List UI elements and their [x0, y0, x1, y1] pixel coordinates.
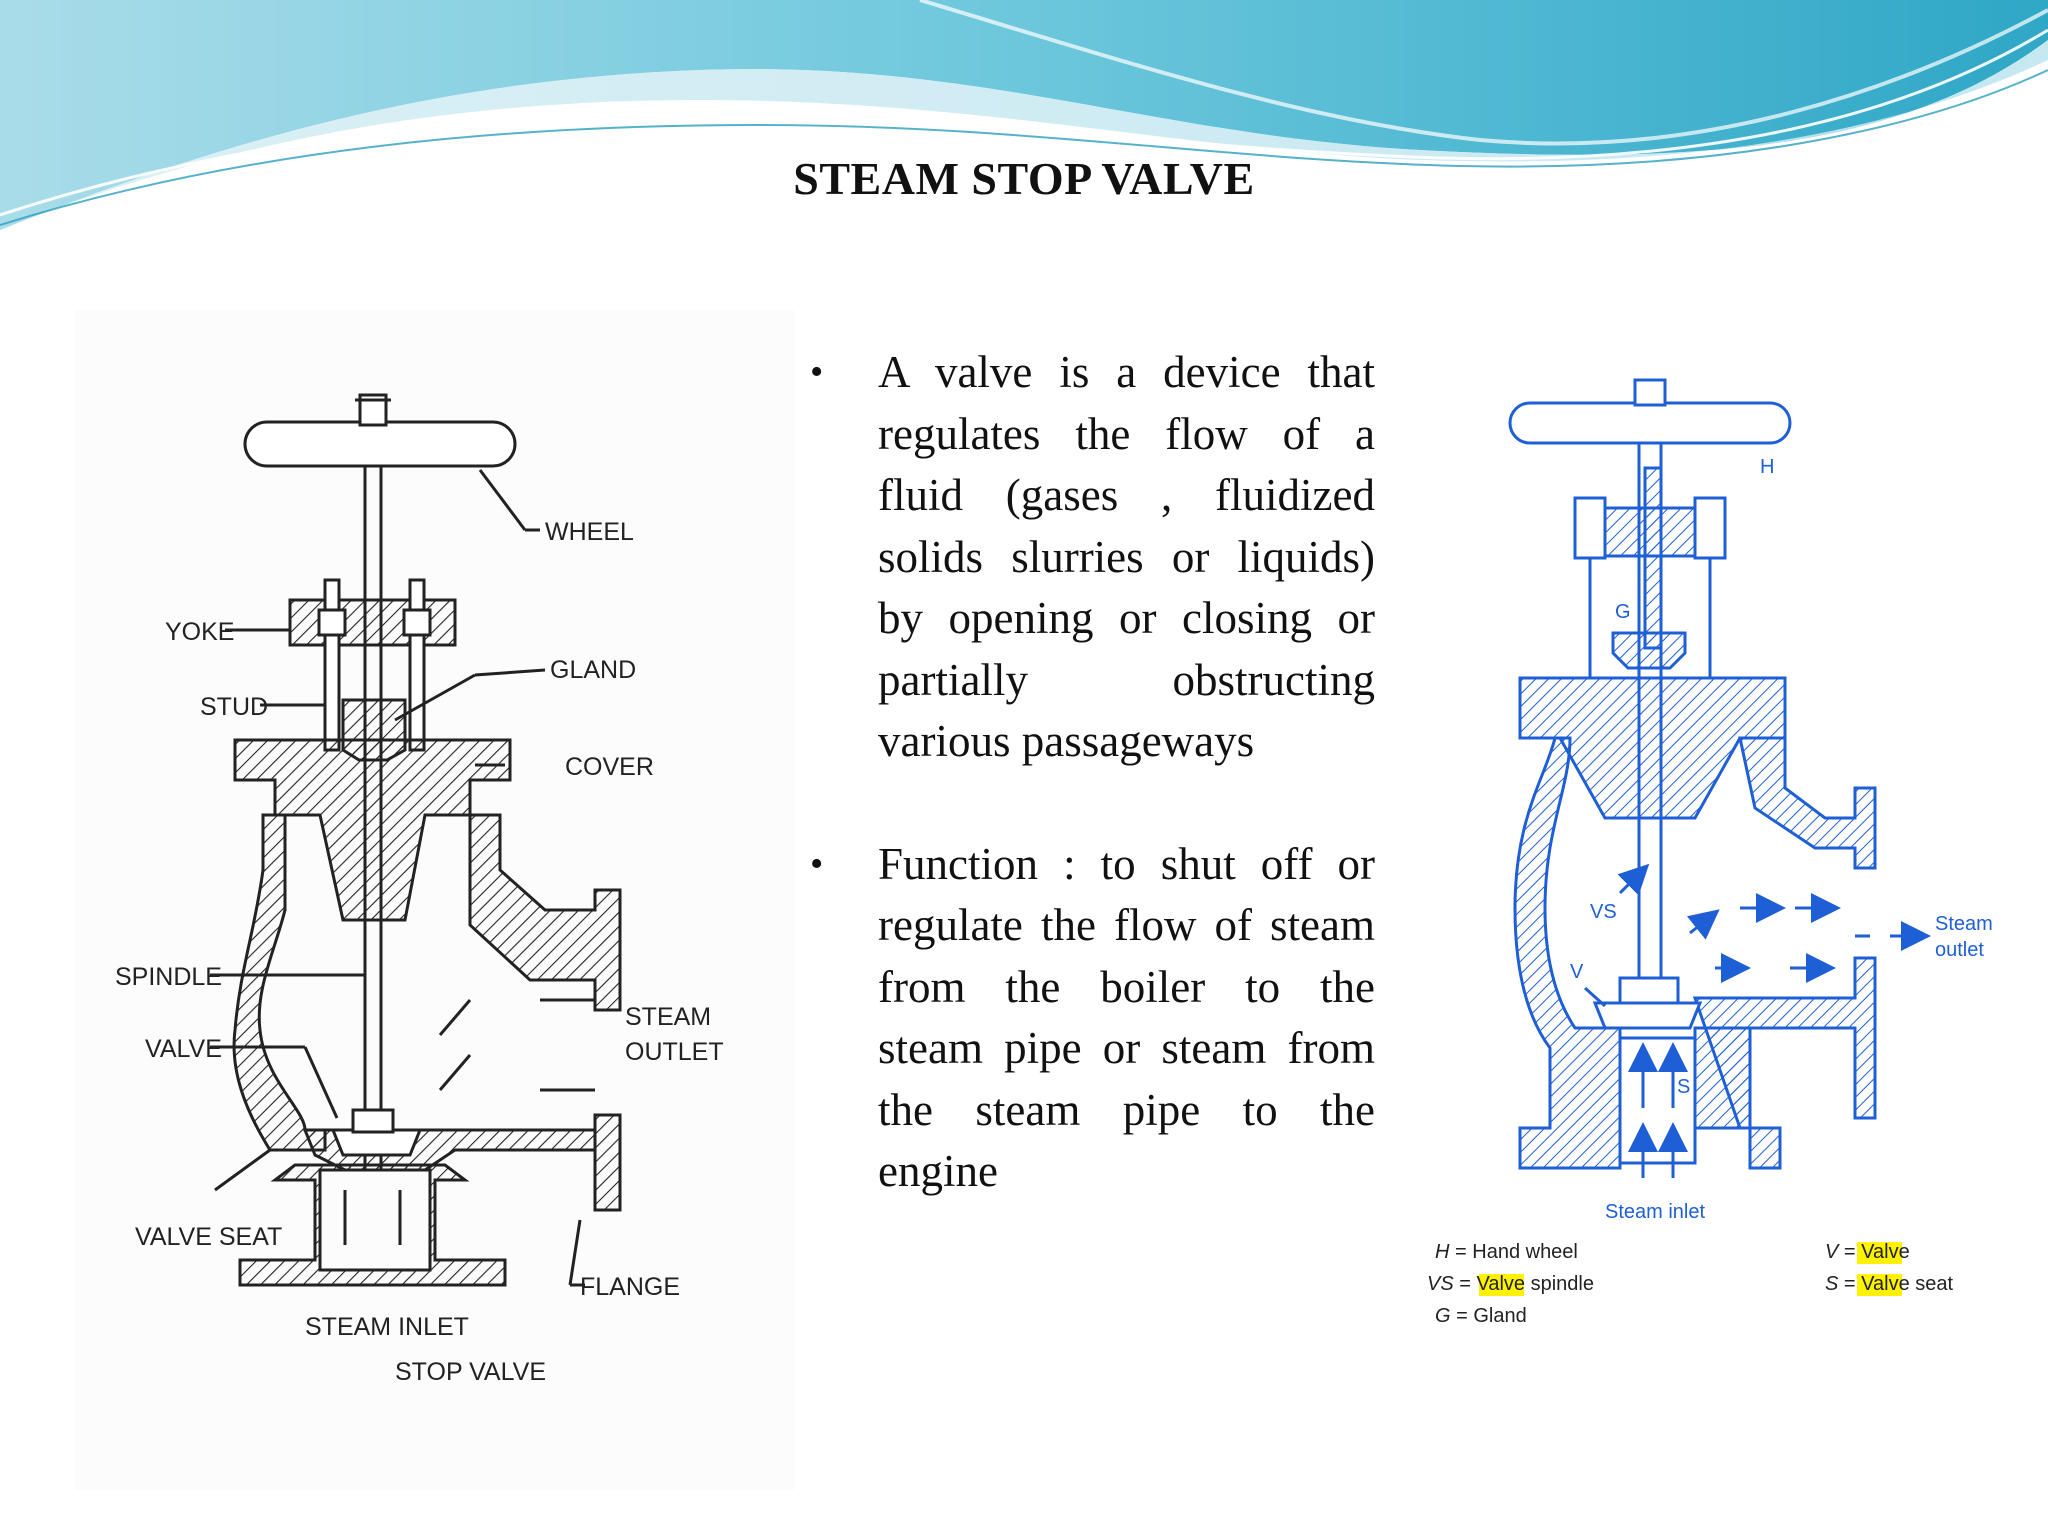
diagram-caption: STOP VALVE [395, 1358, 546, 1386]
bullet-dot: • [810, 842, 824, 885]
legend-item-h: H = Hand wheel [1435, 1241, 1578, 1263]
label-steam-outlet-1: STEAM [625, 1003, 711, 1031]
label-v: V [1570, 961, 1584, 983]
label-steam-inlet: Steam inlet [1605, 1201, 1705, 1223]
svg-text:G = Gland: G = Gland [1435, 1305, 1527, 1327]
label-steam-outlet-2: OUTLET [625, 1038, 724, 1066]
label-gland: GLAND [550, 656, 636, 684]
label-vs: VS [1590, 901, 1617, 923]
label-valve: VALVE [145, 1035, 222, 1063]
label-steam-outlet-2: outlet [1935, 939, 1984, 961]
bullet-definition: • A valve is a device that regulates the… [805, 342, 1375, 773]
svg-text:S = Valve seat: S = Valve seat [1825, 1273, 1953, 1295]
legend-item-s: S = Valve seat [1825, 1273, 1953, 1296]
label-spindle: SPINDLE [115, 963, 222, 991]
label-h: H [1760, 456, 1774, 478]
bullet-list: • A valve is a device that regulates the… [805, 342, 1375, 1203]
svg-text:H = Hand wheel: H = Hand wheel [1435, 1241, 1578, 1263]
label-steam-outlet-1: Steam [1935, 913, 1993, 935]
legend-item-vs: VS = Valve spindle [1427, 1273, 1594, 1296]
bullet-text: Function : to shut off or regulate the f… [878, 838, 1375, 1197]
legend-item-g: G = Gland [1435, 1305, 1527, 1327]
header-wave [0, 0, 2048, 230]
label-steam-inlet: STEAM INLET [305, 1313, 469, 1341]
page-title: STEAM STOP VALVE [793, 153, 1255, 204]
label-valve-seat: VALVE SEAT [135, 1223, 282, 1251]
svg-text:V = Valve: V = Valve [1825, 1241, 1910, 1263]
label-stud: STUD [200, 693, 268, 721]
stop-valve-blue-diagram: H G VS V S Steam outlet Steam inlet H = … [1395, 348, 2005, 1338]
bullet-text: A valve is a device that regulates the f… [878, 347, 1375, 766]
legend-item-v: V = Valve [1825, 1241, 1910, 1264]
bullet-dot: • [810, 351, 824, 393]
label-flange: FLANGE [580, 1273, 680, 1301]
label-s: S [1677, 1076, 1690, 1098]
stop-valve-line-diagram: WHEEL YOKE STUD GLAND COVER SPINDLE VALV… [75, 310, 795, 1490]
label-yoke: YOKE [165, 618, 234, 646]
label-cover: COVER [565, 753, 654, 781]
label-wheel: WHEEL [545, 518, 634, 546]
label-g: G [1615, 601, 1631, 623]
bullet-function: • Function : to shut off or regulate the… [805, 834, 1375, 1203]
svg-text:VS = Valve spindle: VS = Valve spindle [1427, 1273, 1594, 1295]
